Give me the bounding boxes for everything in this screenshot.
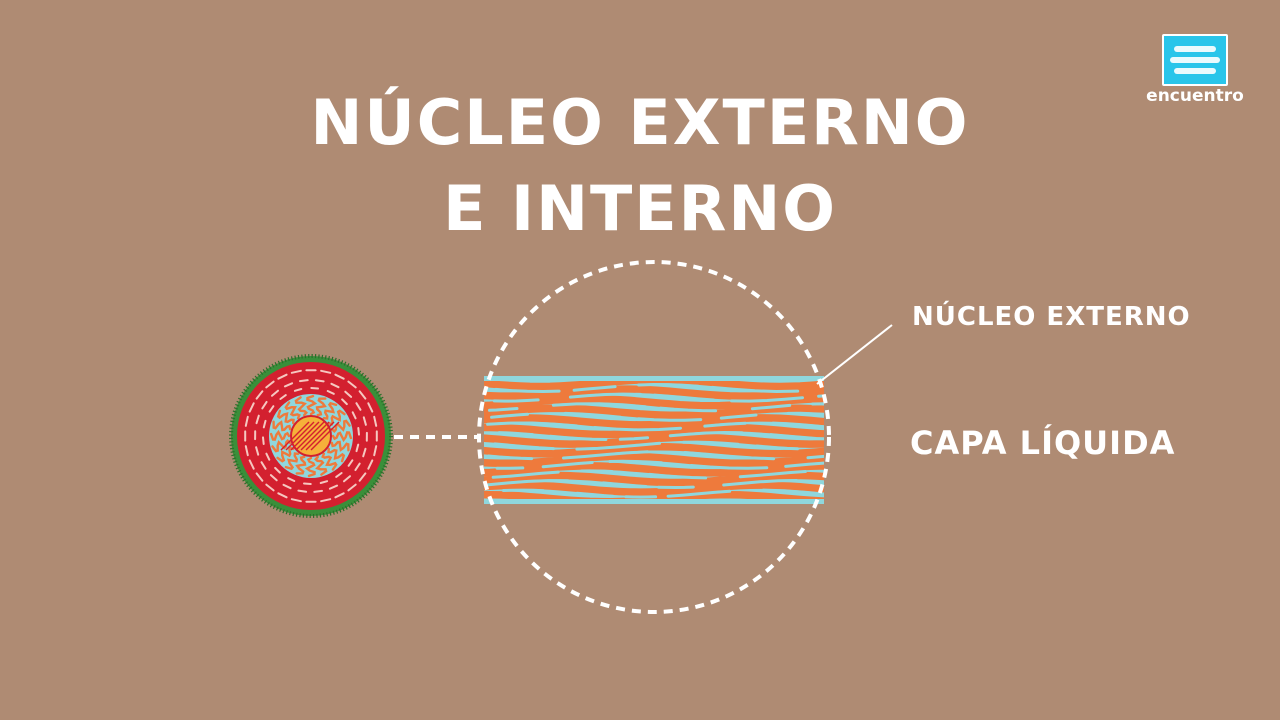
earth-cross-section [229, 354, 393, 518]
zoom-circle [477, 260, 831, 614]
title-line-2: E INTERNO [443, 172, 837, 245]
liquid-layer-band [484, 376, 824, 504]
encuentro-logo-icon [1162, 34, 1228, 86]
page-title: NÚCLEO EXTERNO E INTERNO [0, 80, 1280, 252]
label-outer-core: NÚCLEO EXTERNO [912, 302, 1191, 332]
label-liquid-layer: CAPA LÍQUIDA [910, 424, 1176, 462]
channel-logo: encuentro [1140, 32, 1250, 112]
logo-text: encuentro [1146, 86, 1244, 106]
inner-core-layer [290, 415, 332, 457]
title-line-1: NÚCLEO EXTERNO [310, 86, 970, 159]
outer-core-pointer [816, 324, 893, 385]
